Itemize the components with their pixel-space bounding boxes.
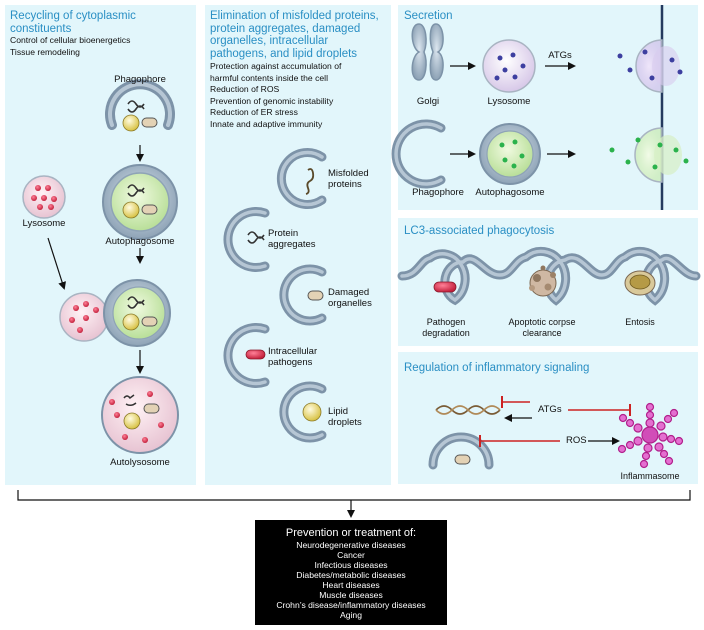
label-secretion-atgs: ATGs	[548, 50, 572, 61]
label-misfolded: Misfolded proteins	[328, 168, 369, 190]
list-item: Control of cellular bioenergetics	[10, 35, 131, 45]
panel-elimination	[205, 5, 391, 485]
lc3-pathogen-icon	[433, 281, 457, 293]
list-item: Infectious diseases	[314, 560, 388, 570]
secretion-lysosome	[482, 39, 536, 93]
dna-helix-icon	[435, 405, 501, 415]
list-item: Aging	[340, 610, 362, 620]
label-aggregates: Protein aggregates	[268, 228, 316, 250]
pathogen-icon	[245, 349, 266, 360]
outcome-title: Prevention or treatment of:	[285, 527, 417, 539]
panel-elimination-title: Elimination of misfolded proteins, prote…	[210, 10, 379, 60]
label-lysosome: Lysosome	[22, 218, 66, 229]
recycling-list: Control of cellular bioenergetics Tissue…	[10, 35, 130, 58]
elimination-list: Protection against accumulation of harmf…	[210, 61, 341, 131]
label-inflam-atgs: ATGs	[538, 404, 562, 415]
autolysosome	[101, 376, 179, 454]
protein-aggregate-icon	[247, 231, 265, 244]
damaged-mito-icon	[454, 454, 471, 465]
inflammasome-icon	[617, 402, 684, 469]
label-organelles: Damaged organelles	[328, 287, 372, 309]
list-item: Diabetes/metabolic diseases	[296, 570, 406, 580]
label-corpse-clearance: Apoptotic corpse clearance	[508, 317, 576, 338]
misfolded-protein-icon	[305, 168, 315, 195]
list-item: Neurodegenerative diseases	[296, 540, 406, 550]
label-pathogen-degradation: Pathogen degradation	[422, 317, 470, 338]
outcome-list: Neurodegenerative diseases Cancer Infect…	[255, 540, 447, 620]
panel-secretion-title: Secretion	[404, 10, 453, 22]
entosis-cell-icon	[624, 270, 656, 296]
list-item: harmful contents inside the cell	[210, 72, 328, 83]
damaged-organelle-icon	[307, 290, 324, 301]
label-autophagosome: Autophagosome	[105, 236, 175, 247]
list-item: Reduction of ER stress	[210, 107, 298, 118]
label-secretion-phagophore: Phagophore	[412, 187, 464, 198]
list-item: Innate and adaptive immunity	[210, 118, 323, 129]
label-lipids: Lipid droplets	[328, 406, 362, 428]
lipid-droplet-icon	[302, 402, 322, 422]
list-item: Muscle diseases	[319, 590, 383, 600]
label-secretion-lysosome: Lysosome	[487, 96, 531, 107]
golgi-icon	[411, 23, 427, 81]
aggregate-squiggle	[127, 100, 145, 113]
label-ros: ROS	[566, 435, 587, 446]
label-entosis: Entosis	[625, 317, 655, 327]
label-secretion-autophagosome: Autophagosome	[475, 187, 545, 198]
apoptotic-corpse-icon	[529, 265, 557, 297]
label-phagophore: Phagophore	[114, 74, 166, 85]
panel-inflammatory-title: Regulation of inflammatory signaling	[404, 362, 590, 374]
outcome-box: Prevention or treatment of: Neurodegener…	[255, 520, 447, 625]
panel-recycling-title: Recycling of cytoplasmic constituents	[10, 10, 136, 35]
mitochondrion-icon	[141, 117, 158, 128]
list-item: Reduction of ROS	[210, 84, 280, 95]
label-pathogens: Intracellular pathogens	[268, 346, 318, 368]
list-item: Protection against accumulation of	[210, 61, 342, 71]
mito-yellow-sphere	[122, 114, 140, 132]
label-autolysosome: Autolysosome	[110, 457, 170, 468]
list-item: Cancer	[337, 550, 365, 560]
list-item: Crohn’s disease/inflammatory diseases	[276, 600, 426, 610]
list-item: Prevention of genomic instability	[210, 95, 334, 106]
panel-lc3-title: LC3-associated phagocytosis	[404, 225, 555, 237]
list-item: Heart diseases	[322, 580, 380, 590]
label-golgi: Golgi	[416, 96, 440, 107]
convergence-bracket	[17, 490, 691, 501]
list-item: Tissue remodeling	[10, 46, 80, 57]
label-inflammasome: Inflammasome	[620, 471, 680, 481]
